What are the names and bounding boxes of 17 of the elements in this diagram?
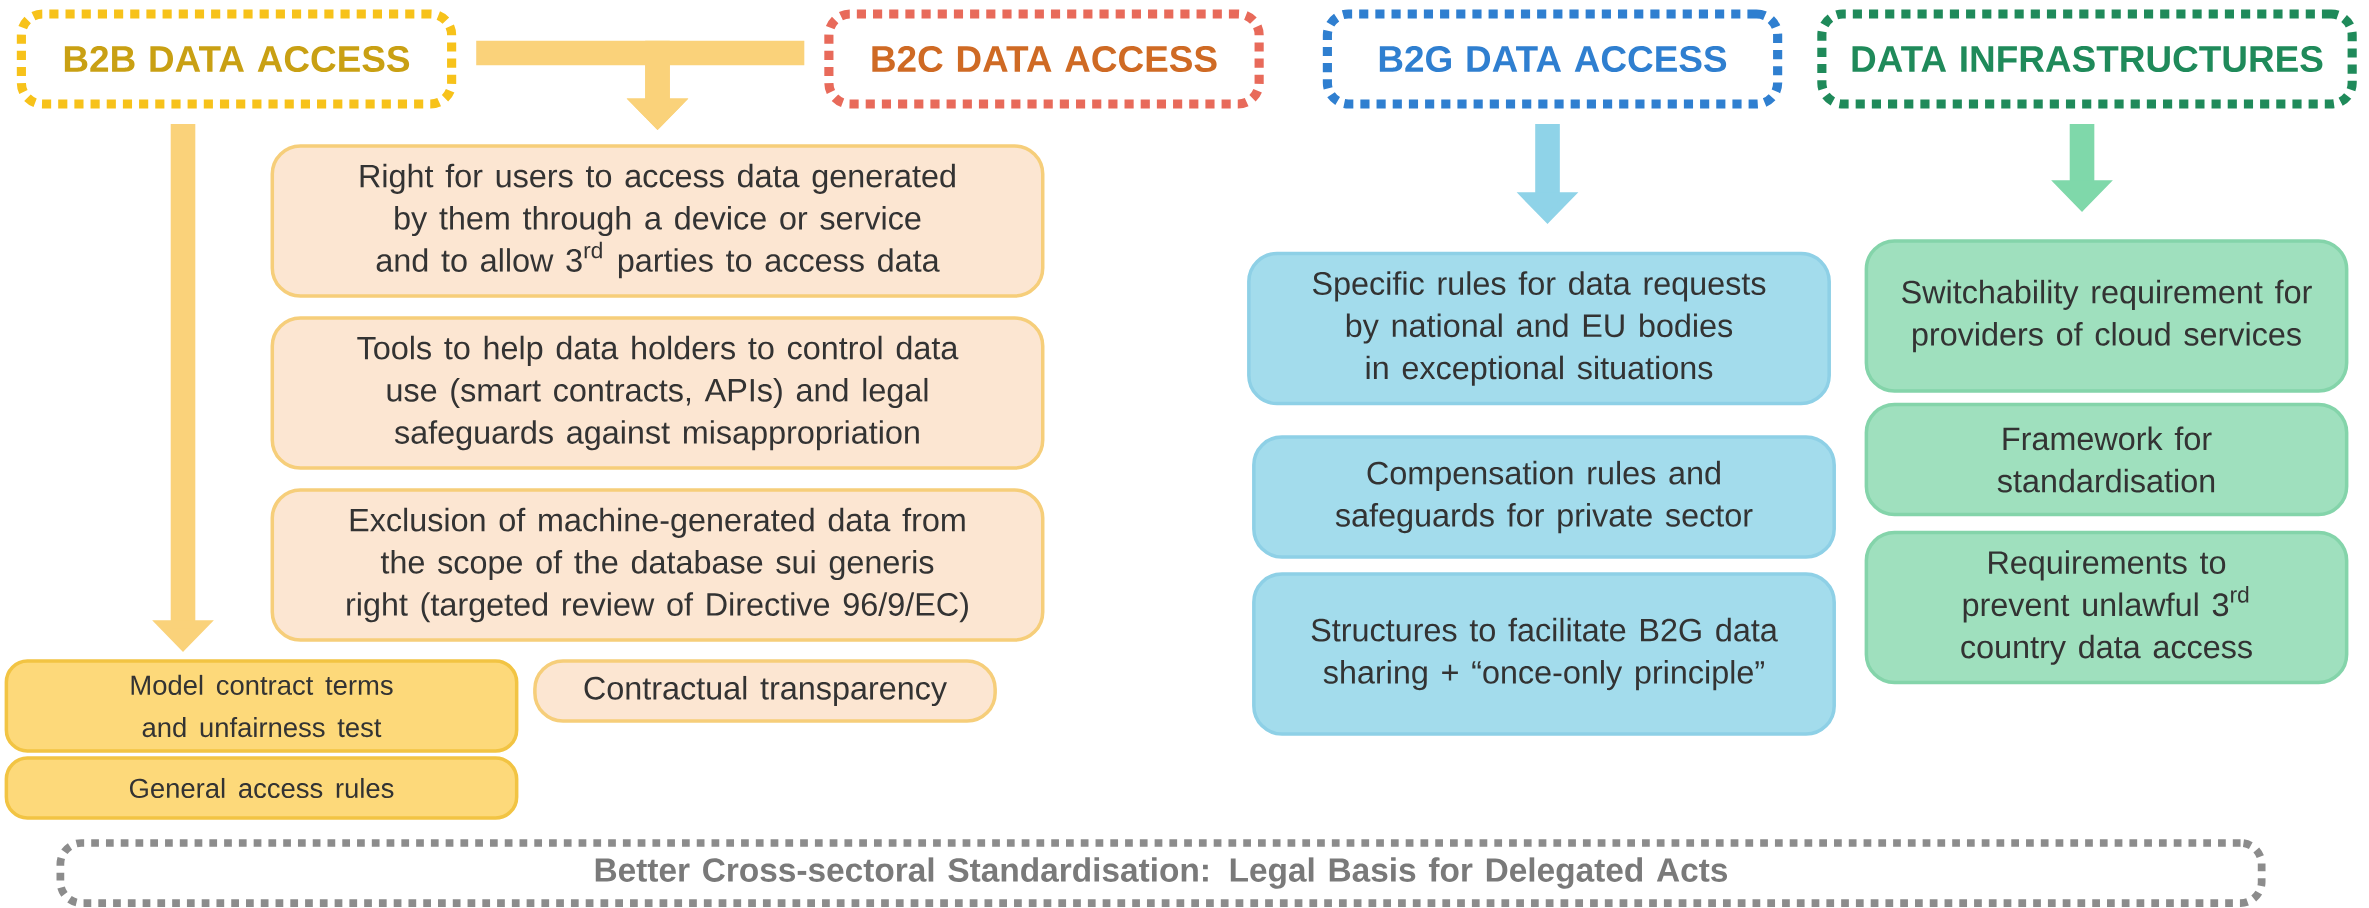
header-box: DATA INFRASTRUCTURES [1817,9,2357,109]
body-box: Specific rules for data requests by national and EU bodies in exceptional situations [1247,251,1831,406]
body-box: Requirements to prevent unlawful 3$^{rd}$ country data access [1864,530,2349,685]
body-box: Contractual transparency [533,659,997,723]
body-box: Model contract terms and unfairness test [4,659,519,753]
body-box: Structures to facilitate B2G data sharing + “once-only principle” [1252,572,1836,736]
body-box: Switchability requirement for providers of cloud services [1864,239,2349,393]
body-box: General access rules [4,756,519,820]
body-box: Exclusion of machine-generated data from the scope of the database sui generis right (targeted review of Directive 96/9/EC) [270,488,1045,642]
header-box: B2G DATA ACCESS [1322,9,1783,109]
body-box: Right for users to access data generated by them through a device or service and to allow 3$^{rd}$ parties to access data [270,144,1045,298]
banner-box: Better Cross-sectoral Standardisation: Legal Basis for Delegated Acts [56,839,2266,907]
body-box: Compensation rules and safeguards for private sector [1252,435,1836,559]
body-box: Framework for standardisation [1864,402,2349,517]
body-box: Tools to help data holders to control data use (smart contracts, APIs) and legal safeguards against misappropriation [270,316,1045,470]
header-box: B2C DATA ACCESS [824,9,1264,109]
header-box: B2B DATA ACCESS [16,9,457,109]
